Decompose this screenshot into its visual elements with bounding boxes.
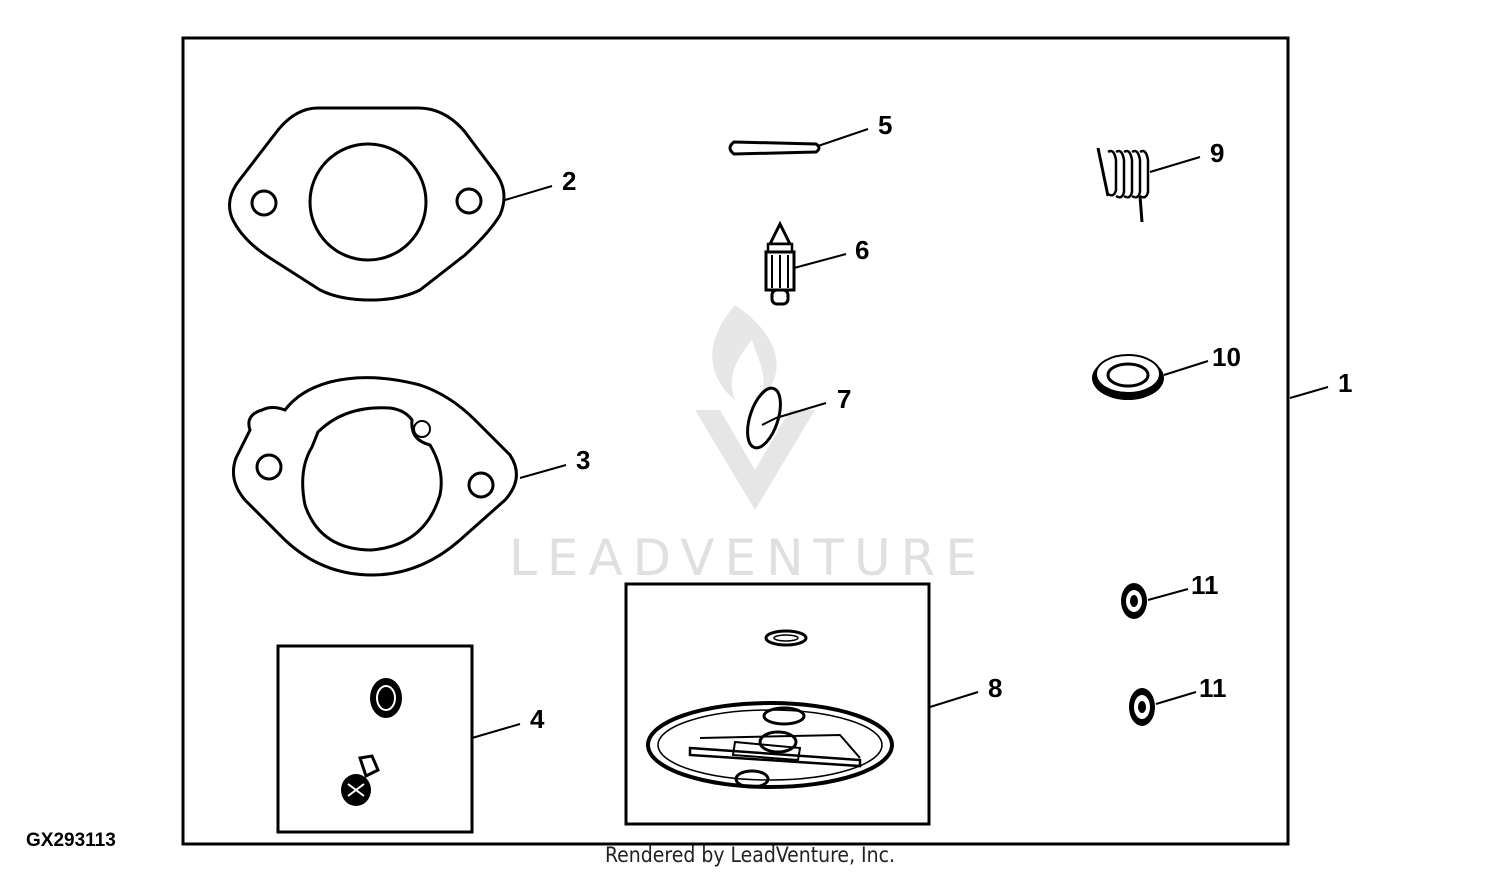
callout-11b: 11 (1199, 673, 1227, 703)
callout-8: 8 (988, 673, 1002, 703)
leader-4 (471, 723, 521, 739)
part-5-pin (728, 140, 821, 156)
callout-2: 2 (562, 166, 576, 196)
callout-7: 7 (837, 384, 851, 414)
part-6-needle-valve (764, 220, 796, 306)
part-10-washer (1092, 354, 1164, 400)
leader-5 (817, 128, 869, 147)
leader-1 (1289, 386, 1329, 399)
part-7-clip (746, 386, 782, 450)
part-3-gasket (232, 376, 518, 577)
callout-4: 4 (530, 704, 545, 734)
leader-3 (519, 464, 567, 479)
callout-10: 10 (1212, 342, 1241, 372)
leader-7 (775, 402, 827, 419)
part-2-gasket (228, 106, 506, 302)
part-11-washer-a (1121, 583, 1147, 619)
credit-line: Rendered by LeadVenture, Inc. (605, 843, 895, 867)
watermark-logo: LEADVENTURE (509, 305, 987, 587)
leader-11a (1147, 588, 1189, 601)
leader-11b (1155, 691, 1197, 705)
part-9-spring (1096, 147, 1150, 223)
leader-6 (793, 253, 847, 269)
callout-3: 3 (576, 445, 590, 475)
figure-id: GX293113 (26, 830, 116, 851)
leader-2 (504, 185, 553, 201)
watermark-text: LEADVENTURE (509, 529, 987, 587)
callout-5: 5 (878, 110, 892, 140)
callout-6: 6 (855, 235, 869, 265)
kit-outer-frame (181, 36, 1290, 846)
callout-11a: 11 (1191, 570, 1219, 600)
part-11-washer-b (1129, 688, 1155, 726)
part-8-diaphragm-kit (624, 582, 931, 826)
callout-9: 9 (1210, 138, 1224, 168)
part-4-screw-set (276, 644, 474, 834)
leader-10 (1163, 360, 1209, 376)
callout-1: 1 (1338, 368, 1352, 398)
leader-9 (1149, 156, 1201, 173)
leader-8 (929, 691, 979, 708)
